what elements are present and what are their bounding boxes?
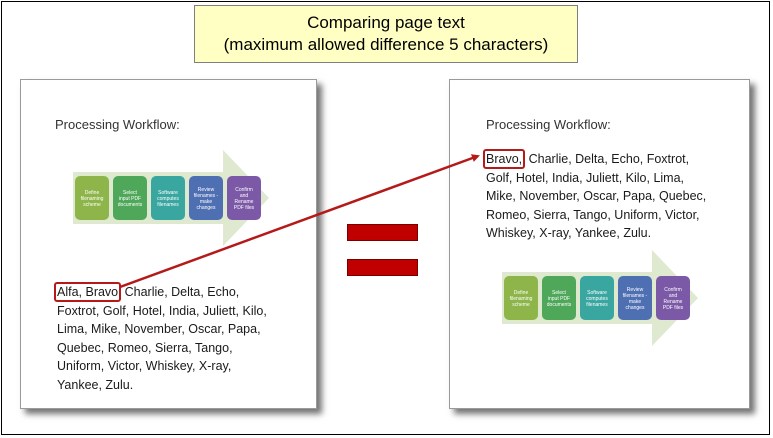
left-body-line-rest: Charlie, Delta, Echo, [121, 285, 240, 299]
right-page-body: Bravo, Charlie, Delta, Echo, Foxtrot, Go… [483, 149, 707, 243]
left-body-line: Yankee, Zulu. [57, 377, 134, 392]
left-highlight-box: Alfa, Bravo [54, 282, 122, 302]
right-body-line: Bravo, Charlie, Delta, Echo, Foxtrot, [483, 149, 706, 169]
right-body-line: Romeo, Sierra, Tango, Uniform, Victor, [486, 207, 700, 222]
left-page-heading: Processing Workflow: [55, 117, 180, 132]
left-page-body: Alfa, Bravo Charlie, Delta, Echo, Foxtro… [54, 282, 267, 394]
title-banner: Comparing page text (maximum allowed dif… [194, 5, 578, 63]
right-body-line-rest: Charlie, Delta, Echo, Foxtrot, [525, 152, 690, 166]
banner-title: Comparing page text [307, 13, 465, 32]
left-body-line: Foxtrot, Golf, Hotel, India, Juliett, Ki… [57, 303, 267, 318]
workflow-step-box [656, 276, 690, 320]
right-page-thumbnail: Processing Workflow: Bravo, Charlie, Del… [449, 79, 750, 409]
workflow-step-box [580, 276, 614, 320]
right-body-line: Whiskey, X-ray, Yankee, Zulu. [486, 226, 652, 240]
equals-sign-bottom-bar [347, 259, 418, 276]
workflow-step-box [75, 176, 109, 220]
left-body-line: Quebec, Romeo, Sierra, Tango, [57, 340, 233, 355]
right-body-line: Golf, Hotel, India, Juliett, Kilo, Lima, [486, 170, 685, 185]
banner-subtitle: (maximum allowed difference 5 characters… [223, 35, 549, 54]
right-body-line: Mike, November, Oscar, Papa, Quebec, [486, 189, 707, 203]
left-body-line: Lima, Mike, November, Oscar, Papa, [57, 322, 261, 336]
workflow-step-box [618, 276, 652, 320]
left-body-line: Alfa, Bravo Charlie, Delta, Echo, [54, 282, 267, 302]
equals-sign-top-bar [347, 224, 418, 241]
right-highlight-box: Bravo, [483, 149, 526, 169]
right-page-heading: Processing Workflow: [486, 117, 611, 132]
workflow-step-box [542, 276, 576, 320]
left-body-line: Uniform, Victor, Whiskey, X-ray, [57, 359, 232, 373]
workflow-step-box [504, 276, 538, 320]
